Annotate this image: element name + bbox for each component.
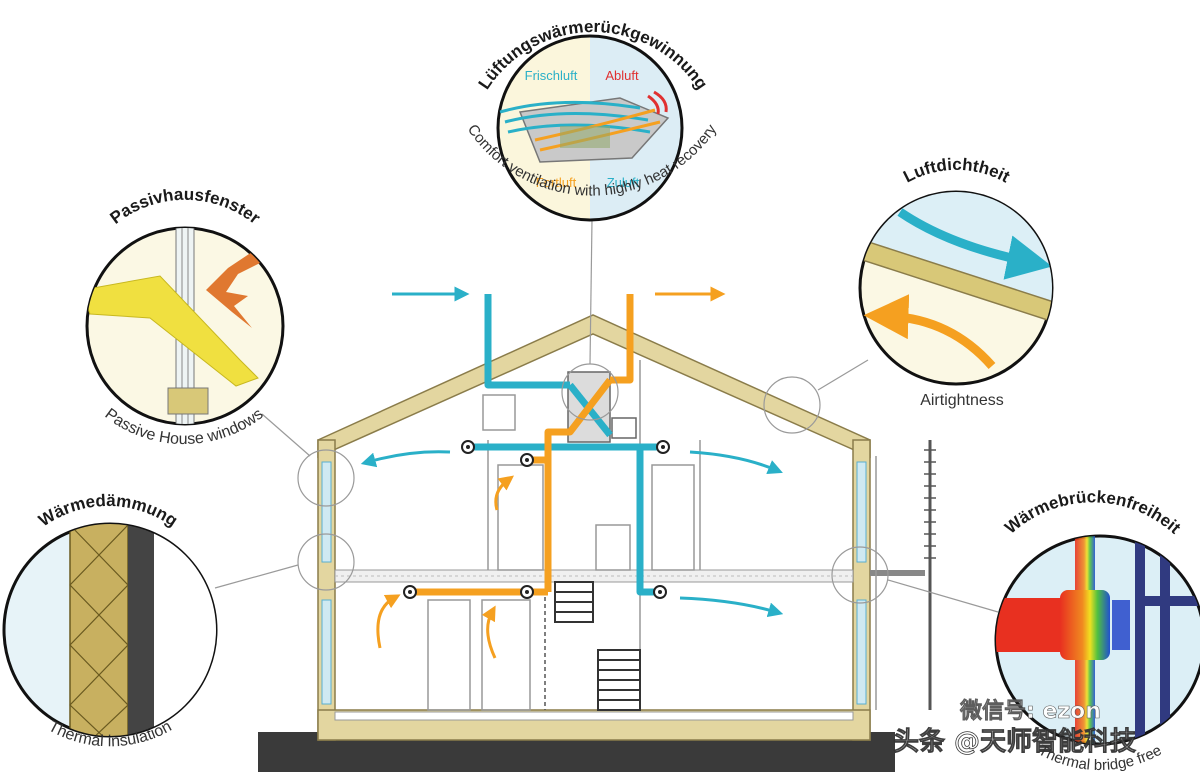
windows-callout: Passivhausfenster Passive House windows bbox=[85, 185, 285, 448]
right-window-upper bbox=[856, 461, 867, 563]
supply-air-arrows bbox=[360, 286, 784, 618]
frischluft-label: Frischluft bbox=[525, 68, 578, 83]
extract-arrow-upper bbox=[494, 475, 514, 511]
detail-markers bbox=[214, 219, 999, 613]
airtightness-callout: Luftdichtheit Airtightness bbox=[858, 155, 1054, 409]
watermark-wechat: 微信号: ezon bbox=[959, 698, 1101, 724]
staircase bbox=[554, 581, 641, 711]
airtightness-title: Luftdichtheit bbox=[900, 155, 1013, 187]
left-window-upper bbox=[321, 461, 332, 563]
watermark-toutiao: 头条 @天师智能科技 bbox=[893, 726, 1136, 757]
thermal-bridge-title: Wärmebrückenfreiheit bbox=[1001, 487, 1184, 537]
supply-arrow-upper-right bbox=[689, 450, 783, 475]
abluft-label: Abluft bbox=[605, 68, 639, 83]
windows-title: Passivhausfenster bbox=[106, 185, 264, 228]
zuluft-label: Zuluft bbox=[607, 175, 640, 190]
insulation-callout: Wärmedämmung Thermal insulation bbox=[2, 491, 218, 750]
right-window-lower bbox=[856, 599, 867, 705]
airtightness-subtitle: Airtightness bbox=[920, 392, 1004, 409]
exhaust-air-arrows bbox=[376, 286, 726, 659]
extract-arrow-lower-left bbox=[376, 594, 401, 649]
fortluft-label: Fortluft bbox=[536, 175, 577, 190]
extract-arrow-lower-mid bbox=[481, 605, 497, 659]
supply-arrow-lower-right bbox=[679, 596, 784, 618]
watermark: 微信号: ezon 头条 @天师智能科技 bbox=[893, 698, 1137, 758]
svg-text:Luftdichtheit: Luftdichtheit bbox=[900, 155, 1013, 187]
house bbox=[317, 314, 936, 741]
ventilation-callout: Frischluft Abluft Fortluft Zuluft Lüftun… bbox=[464, 17, 720, 222]
svg-text:Wärmebrückenfreiheit: Wärmebrückenfreiheit bbox=[1001, 487, 1184, 537]
left-window-lower bbox=[321, 599, 332, 705]
svg-text:Passivhausfenster: Passivhausfenster bbox=[106, 185, 264, 228]
supply-arrow-upper-left bbox=[360, 450, 451, 468]
